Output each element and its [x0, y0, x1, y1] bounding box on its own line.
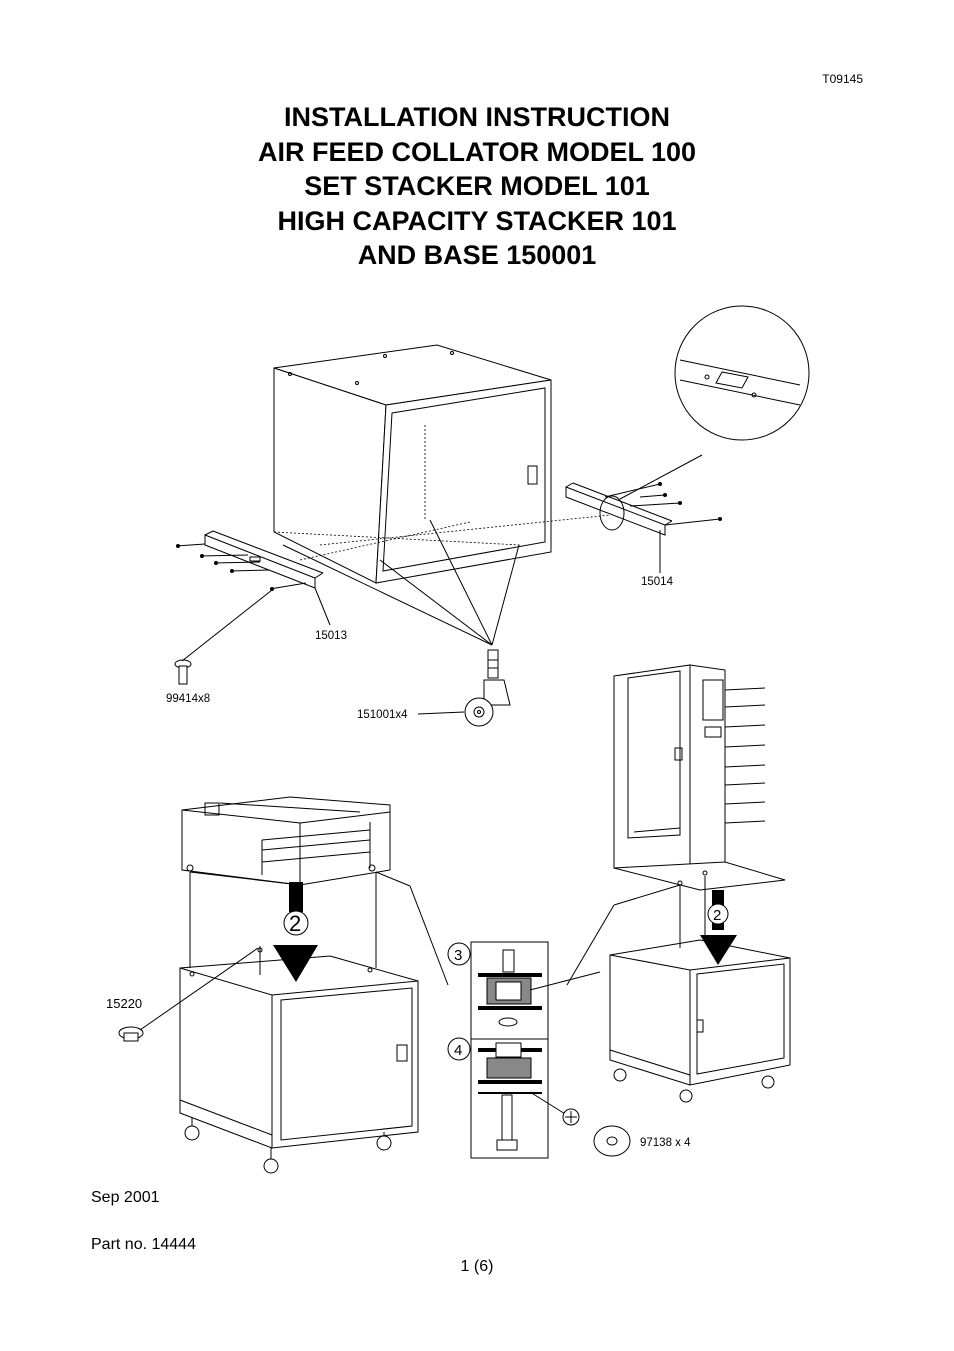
detail-panels: 3 4 [447, 941, 631, 1159]
screw-part [174, 589, 273, 685]
caster-wheel [464, 649, 511, 727]
stacker-trays [724, 687, 766, 824]
collator-on-base: 2 [118, 796, 449, 1174]
part-label-151001: 151001x4 [357, 709, 408, 721]
part-label-99414: 99414x8 [166, 693, 211, 705]
page-number: 1 (6) [460, 1258, 494, 1275]
part-label-15013: 15013 [315, 630, 347, 642]
part-label-15220: 15220 [106, 996, 143, 1011]
part-label-15014: 15014 [641, 576, 673, 588]
title-line-1: INSTALLATION INSTRUCTION [284, 102, 670, 132]
base-cabinet-exploded [174, 305, 810, 727]
title-line-4: HIGH CAPACITY STACKER 101 [277, 205, 677, 236]
title-line-5: AND BASE 150001 [357, 240, 597, 270]
title-line-2: AIR FEED COLLATOR MODEL 100 [257, 136, 697, 167]
document-date: Sep 2001 [91, 1189, 160, 1206]
step-2-right-label: 2 [713, 907, 721, 924]
document-id: T09145 [822, 72, 863, 86]
part-number: Part no. 14444 [91, 1236, 196, 1253]
page-title: INSTALLATION INSTRUCTION AIR FEED COLLAT… [0, 100, 954, 273]
part-label-97138: 97138 x 4 [640, 1137, 691, 1149]
title-line-3: SET STACKER MODEL 101 [304, 171, 650, 201]
step-4-label: 4 [454, 1042, 462, 1059]
stacker-on-base: 2 [566, 664, 791, 1103]
screw-set [175, 482, 722, 591]
step-2-left-label: 2 [289, 911, 301, 936]
step-3-label: 3 [454, 947, 462, 964]
